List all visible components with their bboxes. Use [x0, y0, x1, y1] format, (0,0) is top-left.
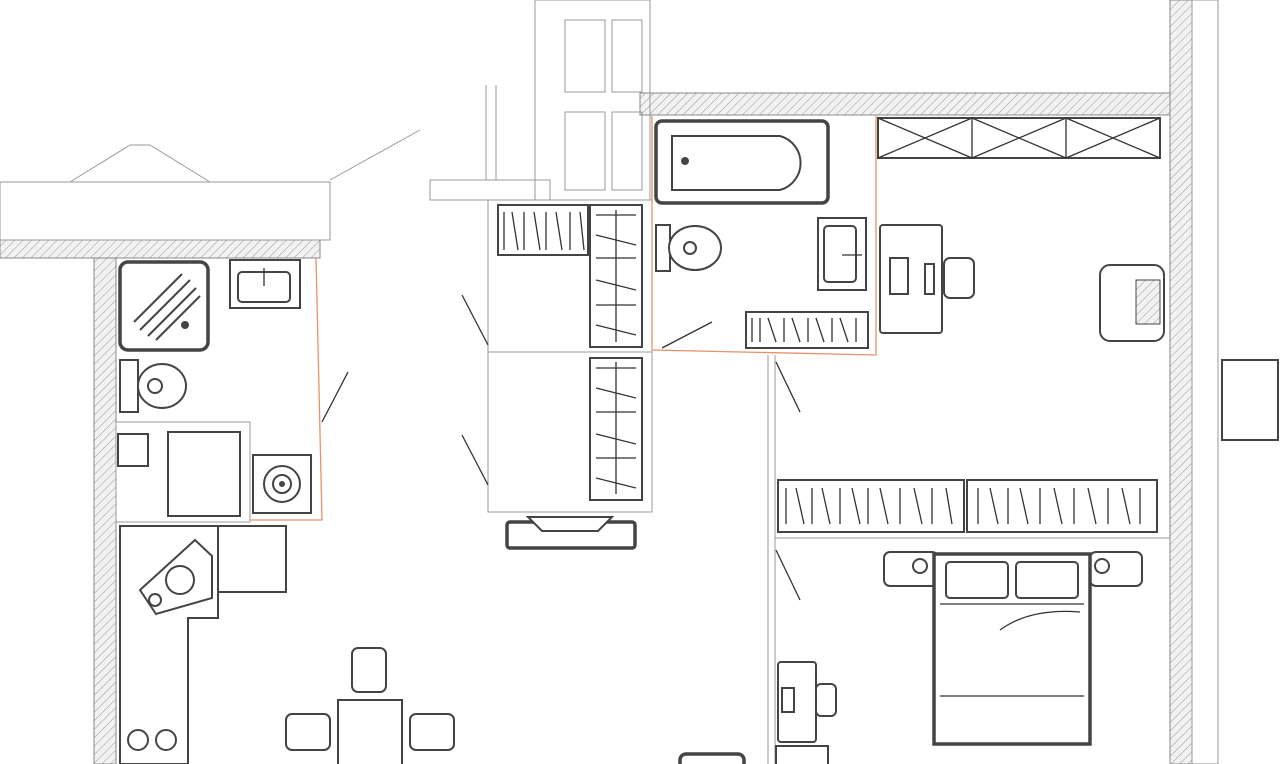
door-closet-1[interactable]: [461, 294, 489, 346]
shaft-cell: [611, 19, 643, 93]
wc-outline: [250, 257, 323, 521]
nightstand-left: [883, 551, 939, 587]
door-closet-2[interactable]: [461, 434, 489, 486]
hob-burner: [155, 729, 177, 751]
washer-rack: [745, 311, 869, 349]
pillow-right: [1015, 561, 1079, 599]
toilet-wc: [119, 359, 187, 413]
shaft-cell: [564, 111, 606, 191]
door-bedroom-1[interactable]: [775, 361, 801, 413]
wall-stub: [429, 179, 551, 201]
desk-chair: [943, 257, 975, 299]
sink-bathroom: [817, 217, 867, 291]
wall-top-bedroom: [639, 92, 1191, 116]
toilet-bathroom: [655, 224, 722, 272]
door-bathroom[interactable]: [661, 321, 713, 349]
sink-wc: [229, 259, 301, 309]
shower-tray: [118, 260, 210, 352]
drain-icon: [681, 157, 689, 165]
balcony-window[interactable]: [1221, 359, 1279, 441]
window-strip-right: [1191, 0, 1219, 764]
kitchen-counter: [119, 525, 287, 764]
wardrobe-bedroom: [777, 479, 1158, 533]
desk-bedroom: [879, 224, 975, 334]
window-left: [0, 181, 331, 241]
chair: [351, 647, 387, 693]
utility-block: [115, 421, 251, 523]
tv-stand: [505, 516, 637, 550]
dining-set: [285, 647, 455, 764]
boiler: [117, 431, 312, 517]
pillow-left: [945, 561, 1009, 599]
fixture-partial-bottom: [678, 752, 746, 764]
doors[interactable]: [321, 294, 801, 601]
bay-window-lines: [69, 144, 211, 183]
shaft-block: [534, 0, 651, 201]
shaft-cell: [611, 111, 643, 191]
wall-diagonal: [329, 129, 421, 181]
hob-burner: [127, 729, 149, 751]
door-wc[interactable]: [321, 371, 349, 423]
wardrobe-closet-1: [497, 204, 643, 348]
bathroom-outline: [651, 115, 877, 356]
bathtub: [654, 119, 830, 205]
wall-left-kitchen: [93, 239, 117, 764]
closet-block: [487, 199, 653, 513]
armchair: [1099, 264, 1165, 342]
wardrobe-closet-2: [589, 357, 643, 501]
wall-right-exterior: [1169, 0, 1193, 764]
chair: [409, 713, 455, 751]
wall-top-left: [0, 239, 321, 259]
door-bedroom-2[interactable]: [775, 549, 801, 601]
bed: [883, 551, 1143, 746]
shaft-cell: [564, 19, 606, 93]
wardrobe-top: [877, 117, 1161, 159]
chair: [285, 713, 331, 751]
desk-small: [775, 661, 837, 764]
